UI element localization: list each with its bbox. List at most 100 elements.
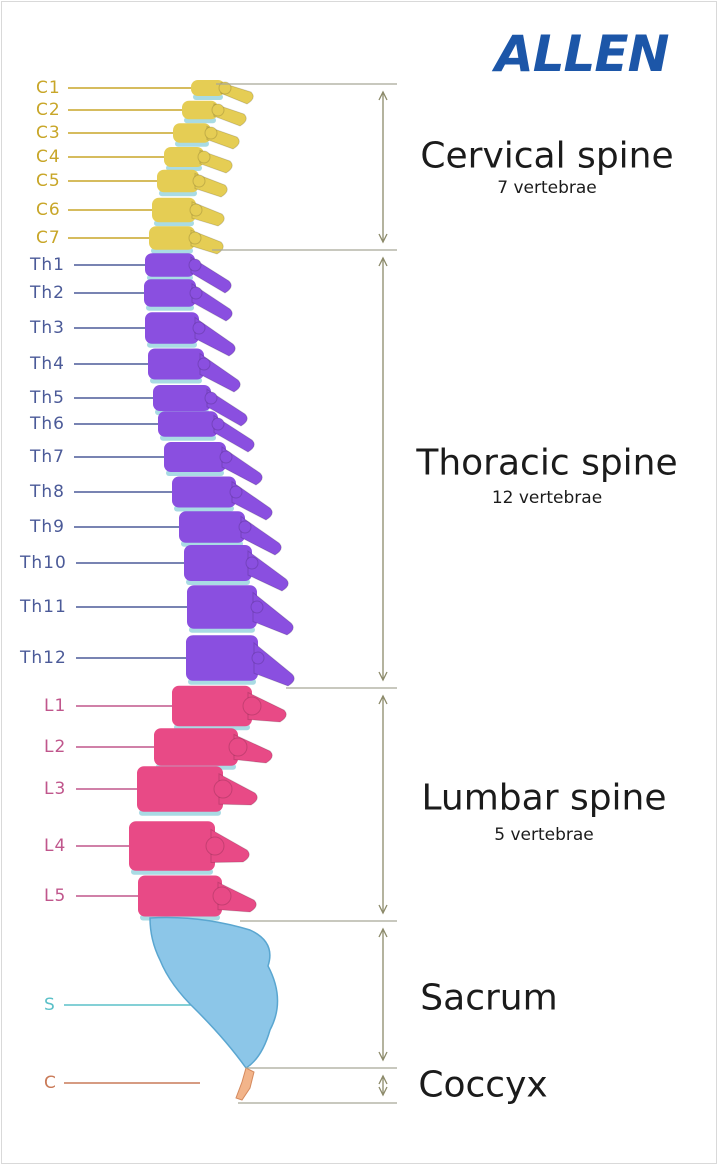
- spinous-process: [190, 256, 232, 294]
- vertebra-label-th4: Th4: [30, 354, 65, 374]
- facet: [188, 231, 202, 245]
- facet: [192, 174, 206, 188]
- vertebra-body-l4: [129, 821, 215, 871]
- vertebra-body-th5: [153, 385, 211, 411]
- region-count-cervical: 7 vertebrae: [497, 178, 597, 198]
- vertebra-label-c: C: [44, 1073, 57, 1093]
- vertebra-label-c6: C6: [36, 200, 61, 220]
- facet: [219, 450, 233, 464]
- vertebra-body-th8: [172, 476, 236, 508]
- facet: [213, 779, 233, 799]
- facet: [250, 600, 264, 614]
- vertebra-body-th11: [187, 585, 257, 629]
- vertebra-body-th4: [148, 348, 204, 380]
- spinous-process: [210, 828, 250, 864]
- vertebra-label-l5: L5: [44, 886, 67, 906]
- spinous-process: [218, 773, 258, 806]
- facet: [218, 81, 232, 95]
- region-count-lumbar: 5 vertebrae: [494, 825, 594, 845]
- facet: [251, 651, 265, 665]
- vertebra-label-th1: Th1: [30, 255, 65, 275]
- spinous-process: [247, 550, 289, 592]
- facet: [211, 103, 225, 117]
- arrow-up-icon: [378, 256, 388, 267]
- spinous-process: [221, 446, 263, 486]
- region-title-lumbar: Lumbar spine: [421, 777, 667, 819]
- facet: [189, 203, 203, 217]
- spinous-process: [194, 316, 236, 357]
- facet: [245, 556, 259, 570]
- arrow-up-icon: [378, 90, 388, 101]
- coccyx-bone: [235, 1067, 255, 1101]
- vertebra-body-l3: [137, 766, 223, 812]
- spinous-process: [213, 414, 255, 453]
- vertebra-label-th12: Th12: [20, 648, 67, 668]
- arrow-down-icon: [378, 233, 388, 244]
- arrow-down-icon: [378, 1086, 388, 1097]
- vertebra-label-th3: Th3: [30, 318, 65, 338]
- allen-logo: ALLEN: [495, 25, 669, 83]
- facet: [211, 417, 225, 431]
- vertebra-label-c2: C2: [36, 100, 61, 120]
- vertebra-label-c5: C5: [36, 171, 61, 191]
- vertebra-body-th9: [179, 511, 245, 543]
- spinous-process: [199, 352, 241, 393]
- vertebra-label-th8: Th8: [30, 482, 65, 502]
- facet: [197, 357, 211, 371]
- spinous-process: [206, 388, 248, 427]
- spinous-process: [240, 515, 282, 556]
- facet: [204, 391, 218, 405]
- spinous-process: [253, 641, 295, 687]
- region-title-cervical: Cervical spine: [420, 135, 674, 177]
- vertebra-label-th9: Th9: [30, 517, 65, 537]
- vertebra-label-l4: L4: [44, 836, 67, 856]
- facet: [189, 286, 203, 300]
- vertebra-body-th7: [164, 442, 226, 472]
- region-title-sacrum: Sacrum: [420, 977, 558, 1019]
- spinous-process: [191, 282, 233, 322]
- facet: [242, 696, 262, 716]
- facet: [204, 126, 218, 140]
- spinous-process: [252, 591, 294, 636]
- vertebra-body-c2: [182, 100, 218, 120]
- vertebra-body-th3: [145, 312, 199, 344]
- region-title-coccyx: Coccyx: [418, 1064, 548, 1106]
- vertebra-label-c1: C1: [36, 78, 61, 98]
- spine-column: [129, 80, 295, 1101]
- spinous-process: [231, 480, 273, 521]
- vertebra-body-th10: [184, 545, 252, 581]
- vertebra-body-th12: [186, 635, 258, 681]
- vertebra-label-l3: L3: [44, 779, 67, 799]
- vertebra-label-th2: Th2: [30, 283, 65, 303]
- vertebra-label-l1: L1: [44, 696, 67, 716]
- vertebra-body-c6: [152, 197, 196, 223]
- arrow-up-icon: [378, 694, 388, 705]
- facet: [238, 520, 252, 534]
- facet: [197, 150, 211, 164]
- facet: [228, 737, 248, 757]
- facet: [212, 886, 232, 906]
- vertebra-body-c5: [157, 169, 199, 193]
- vertebra-label-s: S: [44, 995, 56, 1015]
- facet: [188, 258, 202, 272]
- facet: [229, 485, 243, 499]
- vertebra-body-th2: [144, 279, 196, 307]
- vertebra-label-th6: Th6: [30, 414, 65, 434]
- arrow-up-icon: [378, 927, 388, 938]
- vertebra-label-c7: C7: [36, 228, 61, 248]
- facet: [192, 321, 206, 335]
- vertebra-label-c3: C3: [36, 123, 61, 143]
- vertebra-body-l2: [154, 728, 238, 766]
- vertebra-label-c4: C4: [36, 147, 61, 167]
- vertebra-label-th5: Th5: [30, 388, 65, 408]
- arrow-up-icon: [378, 1074, 388, 1085]
- vertebra-body-th1: [145, 253, 195, 277]
- vertebra-body-c3: [173, 123, 211, 143]
- vertebra-body-l5: [138, 875, 222, 917]
- vertebra-label-th10: Th10: [20, 553, 67, 573]
- vertebra-body-c7: [149, 226, 195, 250]
- sacrum-bone: [149, 916, 279, 1070]
- vertebra-body-th6: [158, 411, 218, 437]
